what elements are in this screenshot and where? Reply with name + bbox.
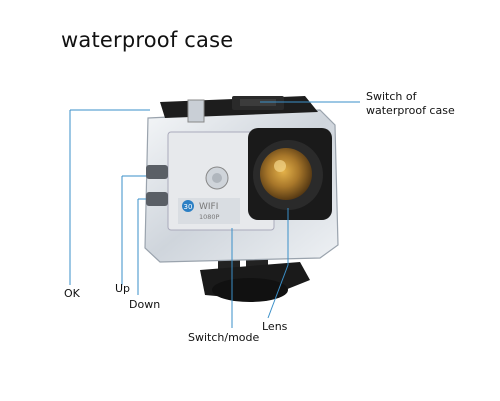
camera-markings: 30 WIFI 1080P xyxy=(182,200,220,221)
label-switch-of-case: Switch of waterproof case xyxy=(366,90,455,118)
camera-model-text: WIFI xyxy=(199,202,218,212)
label-down: Down xyxy=(129,298,161,311)
leader-lines xyxy=(69,101,360,328)
lens-assembly xyxy=(248,128,332,220)
label-ok: OK xyxy=(64,287,80,300)
label-lens: Lens xyxy=(262,320,288,333)
page-title: waterproof case xyxy=(61,28,234,52)
camera-body xyxy=(167,131,275,231)
label-switch-line1: Switch of xyxy=(366,90,417,103)
label-up: Up xyxy=(115,282,131,295)
label-switch-mode: Switch/mode xyxy=(188,331,260,344)
camera-badge-text: 30 xyxy=(184,203,193,211)
label-switch-line2: waterproof case xyxy=(366,104,455,117)
up-down-buttons xyxy=(146,165,168,206)
camera-resolution-text: 1080P xyxy=(199,213,220,221)
